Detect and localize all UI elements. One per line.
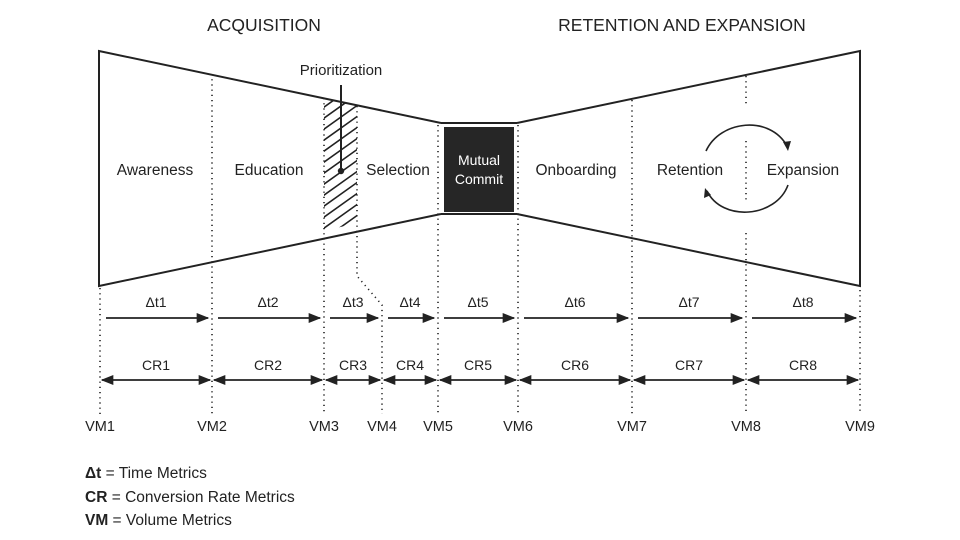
stage-onboarding: Onboarding bbox=[535, 162, 616, 179]
legend-item-time: Δt = Time Metrics bbox=[85, 462, 295, 486]
volume-metric-label: VM1 bbox=[85, 419, 115, 435]
time-metric-label: Δt5 bbox=[467, 294, 488, 310]
legend: Δt = Time Metrics CR = Conversion Rate M… bbox=[85, 462, 295, 533]
stage-prioritization: Prioritization bbox=[300, 62, 383, 79]
stage-retention: Retention bbox=[657, 162, 723, 179]
cycle-arrow-top bbox=[705, 124, 788, 152]
stage-expansion: Expansion bbox=[767, 162, 839, 179]
cycle-arrow-bottom-head bbox=[704, 188, 711, 198]
mutual-commit-label-line2: Commit bbox=[455, 171, 503, 187]
retention-funnel-outline bbox=[516, 49, 861, 288]
legend-key-volume: VM bbox=[85, 512, 109, 529]
conversion-metric-label: CR4 bbox=[396, 357, 424, 373]
legend-desc-volume: Volume Metrics bbox=[125, 512, 232, 529]
hatch-line bbox=[324, 98, 357, 111]
legend-key-conversion: CR bbox=[85, 488, 108, 506]
legend-sep: = bbox=[101, 465, 119, 482]
conversion-metric-label: CR8 bbox=[789, 357, 817, 373]
legend-key-time: Δt bbox=[85, 465, 102, 482]
conversion-metric-label: CR2 bbox=[254, 357, 282, 373]
time-metric-label: Δt3 bbox=[342, 294, 363, 310]
hatch-line bbox=[320, 256, 362, 286]
time-metric-label: Δt8 bbox=[792, 294, 813, 310]
legend-item-conversion: CR = Conversion Rate Metrics bbox=[85, 486, 295, 510]
time-metric-label: Δt4 bbox=[399, 294, 420, 310]
legend-desc-time: Time Metrics bbox=[118, 465, 207, 482]
acquisition-funnel-outline bbox=[98, 49, 442, 288]
legend-sep: = bbox=[107, 488, 126, 506]
conversion-metric-label: CR7 bbox=[675, 357, 703, 373]
conversion-metric-label: CR3 bbox=[339, 357, 367, 373]
stage-selection: Selection bbox=[366, 162, 430, 179]
time-metric-label: Δt6 bbox=[564, 294, 585, 310]
volume-metric-label: VM2 bbox=[197, 419, 227, 435]
conversion-metric-label: CR5 bbox=[464, 357, 492, 373]
volume-metric-label: VM6 bbox=[503, 419, 533, 435]
volume-metric-label: VM8 bbox=[731, 419, 761, 435]
volume-metric-label: VM4 bbox=[367, 419, 397, 435]
legend-desc-conversion: Conversion Rate Metrics bbox=[125, 488, 295, 506]
time-metric-label: Δt7 bbox=[678, 294, 699, 310]
conversion-metric-label: CR1 bbox=[142, 357, 170, 373]
volume-metric-label: VM9 bbox=[845, 419, 875, 435]
volume-metric-label: VM3 bbox=[309, 419, 339, 435]
hatch-line bbox=[324, 167, 357, 199]
time-metric-label: Δt2 bbox=[257, 294, 278, 310]
prioritization-pointer-dot bbox=[337, 167, 345, 175]
legend-item-volume: VM = Volume Metrics bbox=[85, 509, 295, 533]
hatch-line bbox=[324, 189, 357, 221]
mutual-commit-label-line1: Mutual bbox=[458, 152, 500, 168]
time-metric-label: Δt1 bbox=[145, 294, 166, 310]
stage-education: Education bbox=[235, 162, 304, 179]
heading-acquisition: ACQUISITION bbox=[207, 15, 321, 35]
stage-awareness: Awareness bbox=[117, 162, 194, 179]
cycle-arrow-top-head bbox=[783, 141, 791, 151]
legend-sep: = bbox=[108, 512, 126, 529]
heading-retention-expansion: RETENTION AND EXPANSION bbox=[558, 15, 806, 35]
mutual-commit-box bbox=[444, 127, 514, 212]
conversion-metric-label: CR6 bbox=[561, 357, 589, 373]
hatch-line bbox=[324, 178, 357, 210]
volume-metric-label: VM5 bbox=[423, 419, 453, 435]
volume-metric-label: VM7 bbox=[617, 419, 647, 435]
cycle-arrow-bottom bbox=[706, 184, 789, 213]
hatch-line bbox=[320, 245, 362, 275]
hatch-line bbox=[324, 200, 357, 231]
